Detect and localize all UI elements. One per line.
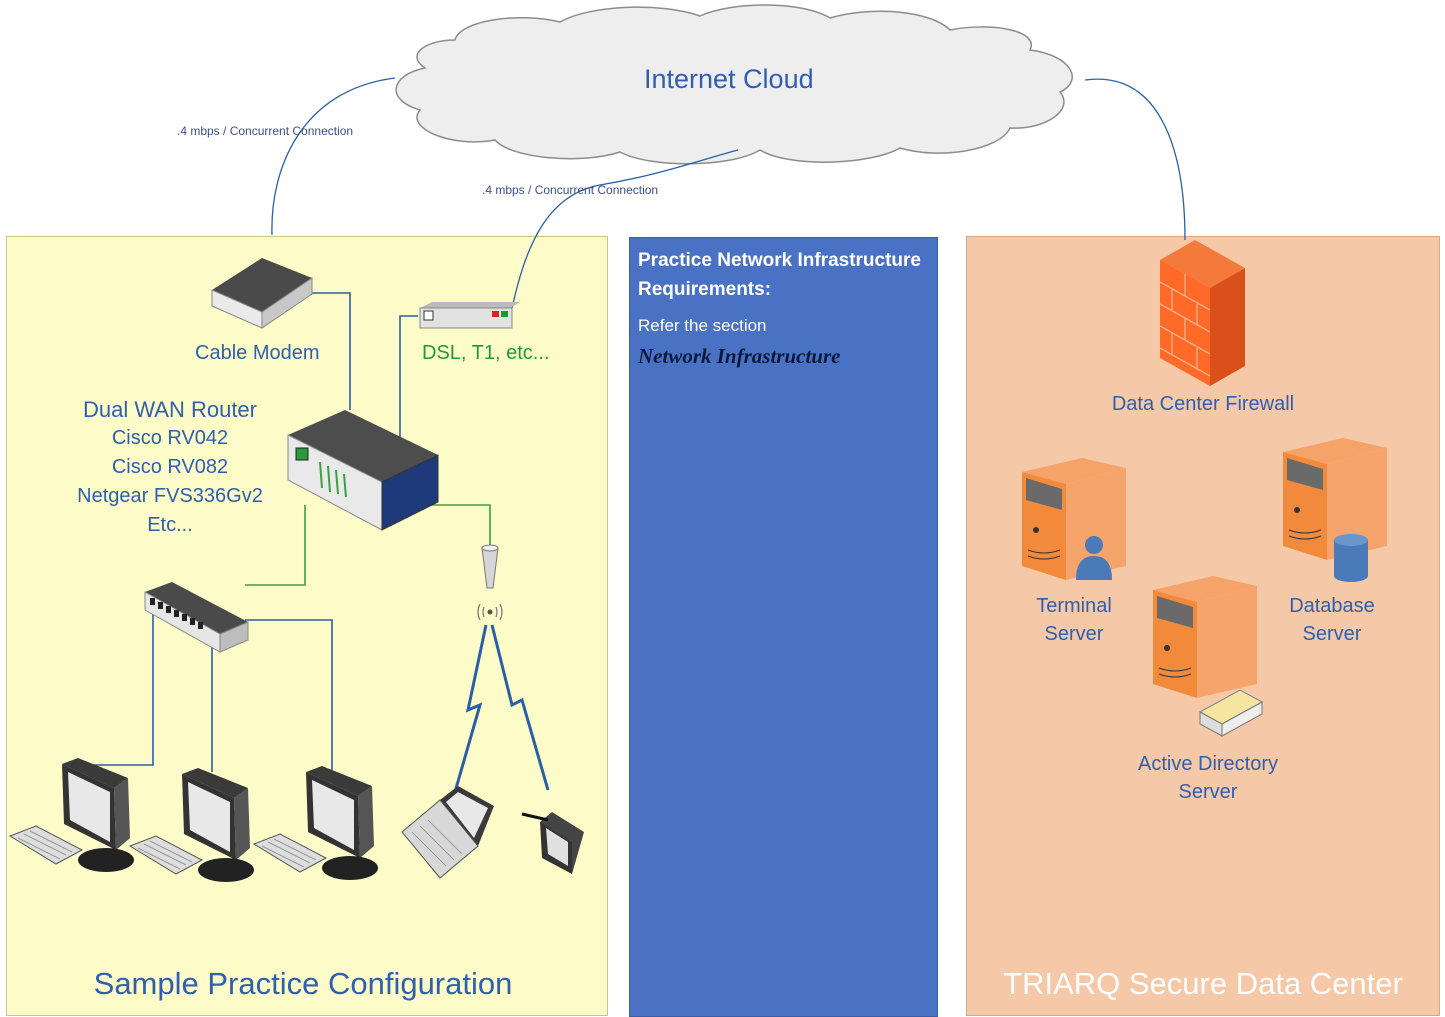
wire-router-switch (245, 505, 306, 586)
terminal-server-icon (1022, 458, 1126, 580)
modem-speed-label: .4 mbps / Concurrent Connection (177, 124, 354, 138)
firewall-label: Data Center Firewall (1111, 393, 1295, 415)
cable-modem-icon (211, 258, 313, 329)
wire-router-ap (430, 504, 491, 548)
wire-modem-router (312, 292, 351, 410)
wire-switch-pc1 (92, 604, 155, 766)
router-title: Dual WAN Router (82, 397, 257, 422)
terminal-server-line: Server (1044, 623, 1104, 645)
dsl-uplink (511, 149, 739, 309)
database-server-icon (1283, 438, 1387, 560)
database-icon (1334, 534, 1368, 582)
router-model: Cisco RV082 (111, 456, 229, 478)
wireless-link-laptop (453, 624, 488, 793)
requirements-text: Refer the section (638, 316, 767, 335)
router-model: Cisco RV042 (111, 427, 229, 449)
practice-panel (6, 236, 608, 1016)
wireless-access-point-icon (477, 544, 503, 621)
wireless-link-tablet (490, 624, 550, 791)
dual-wan-router-icon (287, 410, 439, 531)
database-server-label: Database Server (1272, 592, 1392, 648)
active-directory-line: Active Directory (1137, 753, 1279, 775)
terminal-server-label: Terminal Server (1014, 592, 1134, 648)
requirements-section-link[interactable]: Network Infrastructure (638, 344, 841, 368)
database-server-line: Server (1302, 623, 1362, 645)
active-directory-line: Server (1178, 781, 1238, 803)
workstation-icon (128, 768, 254, 882)
database-server-line: Database (1289, 595, 1375, 617)
active-directory-server-icon (1153, 576, 1257, 698)
terminal-server-line: Terminal (1036, 595, 1112, 617)
router-model: Etc... (147, 514, 193, 536)
directory-drawer-icon (1198, 689, 1264, 737)
router-model: Netgear FVS336Gv2 (77, 485, 263, 507)
switch-icon (144, 582, 249, 653)
modem-uplink (271, 77, 396, 236)
internet-cloud-shape (395, 4, 1073, 165)
dsl-speed-label: .4 mbps / Concurrent Connection (482, 183, 659, 197)
wire-dsl-router (399, 315, 418, 440)
user-icon (1076, 536, 1112, 580)
router-label: Dual WAN Router Cisco RV042 Cisco RV082 … (70, 395, 270, 540)
requirements-panel (629, 237, 938, 1017)
practice-footer: Sample Practice Configuration (93, 966, 513, 1001)
cable-modem-label: Cable Modem (195, 342, 320, 364)
workstation-icon (252, 766, 378, 880)
workstation-icon (8, 758, 134, 872)
firewall-icon (1159, 240, 1245, 386)
datacenter-footer: TRIARQ Secure Data Center (1003, 966, 1403, 1001)
dsl-label: DSL, T1, etc... (422, 342, 550, 364)
active-directory-label: Active Directory Server (1118, 750, 1298, 806)
laptop-icon (401, 786, 494, 879)
requirements-title: Practice Network Infrastructure Requirem… (638, 250, 921, 300)
tablet-icon (521, 812, 584, 874)
dsl-device-icon (419, 302, 520, 329)
wire-switch-pc3 (245, 619, 333, 770)
datacenter-uplink (1084, 78, 1186, 241)
internet-cloud-label: Internet Cloud (644, 64, 814, 94)
